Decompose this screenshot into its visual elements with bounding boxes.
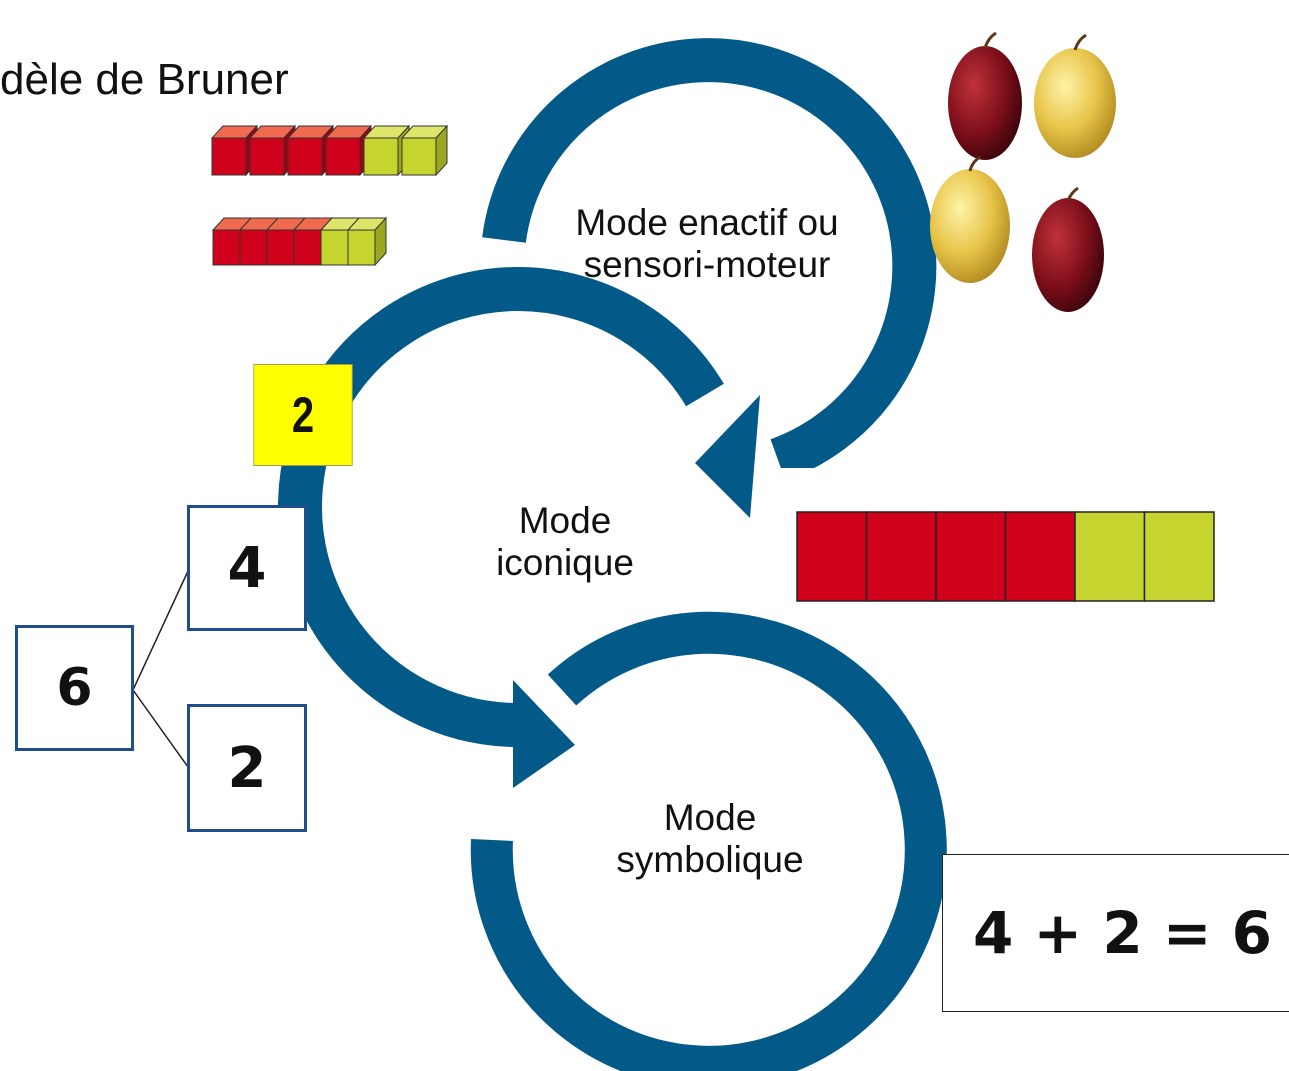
cube [211,137,247,176]
apple-icon [930,155,1010,283]
page-title: dèle de Bruner [0,55,289,104]
symbolic-arrow [470,611,947,1071]
iconic-mode-label-line2: iconique [496,542,634,583]
cube [266,229,295,266]
cube-side-face [374,216,387,267]
symbolic-mode-label: Mode symbolique [575,797,845,881]
symbolic-mode-label-line1: Mode [663,797,757,838]
apple-icon [1032,186,1104,312]
number-card: 2 [253,364,353,466]
cube [293,229,322,266]
flat-bar [796,511,1215,602]
cube [287,137,323,176]
bar-segment [1143,511,1215,602]
bar-segment [935,511,1007,602]
enactive-arrow [482,38,937,481]
bar-segment [865,511,937,602]
equation-box: 4 + 2 = 6 [942,854,1289,1012]
cube [363,137,399,176]
enactive-arrow-head [695,395,760,518]
part-box-bottom: 2 [187,704,307,832]
iconic-mode-label: Mode iconique [440,500,690,584]
bar-segment [796,511,868,602]
connector-line-bottom [132,689,189,768]
cube [401,137,437,176]
part-box-top: 4 [187,505,307,631]
cube [325,137,361,176]
apple-icon [1034,33,1116,158]
enactive-mode-label-line2: sensori-moteur [583,244,831,285]
bar-segment [1074,511,1146,602]
symbolic-mode-label-line2: symbolique [616,839,804,880]
cube [212,229,241,266]
cube [347,229,376,266]
cube [239,229,268,266]
cube [320,229,349,266]
iconic-mode-label-line1: Mode [518,500,612,541]
cube [249,137,285,176]
enactive-mode-label-line1: Mode enactif ou [575,202,839,243]
cube-train-separated [210,124,449,177]
enactive-mode-label: Mode enactif ou sensori-moteur [522,202,892,286]
whole-box: 6 [15,625,134,751]
cube-train-joined [211,216,388,267]
bar-segment [1004,511,1076,602]
connector-line-top [132,570,189,691]
apple-icon [948,31,1022,160]
iconic-arrow-head [513,680,575,788]
